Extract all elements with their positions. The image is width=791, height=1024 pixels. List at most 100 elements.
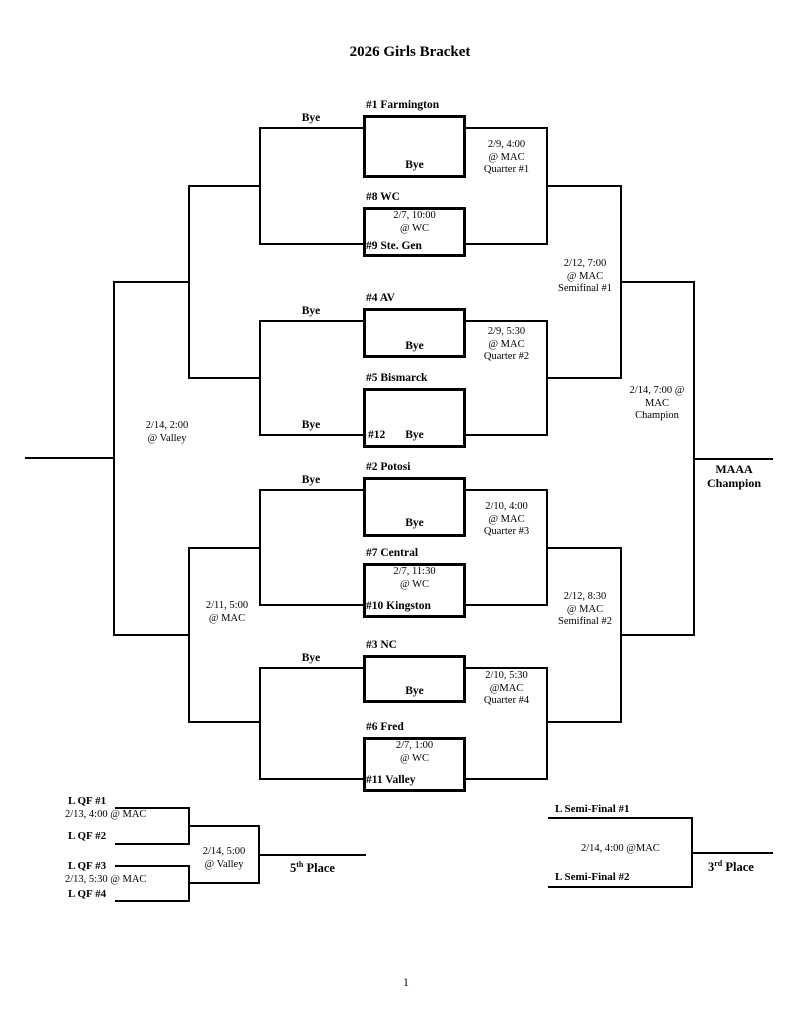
line-left-v6: [188, 547, 190, 723]
line-lqf12-winner: [188, 825, 260, 827]
line-champion: [693, 458, 773, 460]
line-left-v1: [259, 127, 261, 245]
line-lqf1: [115, 807, 190, 809]
line-third-place: [691, 852, 773, 854]
line-sf1-winner: [620, 281, 695, 283]
line-left-v4: [259, 489, 261, 606]
loser-sf1-label: L Semi-Final #1: [555, 803, 630, 815]
loser-sf2-label: L Semi-Final #2: [555, 871, 630, 883]
game-label-left-final: 2/14, 2:00 @ Valley: [145, 420, 189, 444]
line-lsf2: [548, 886, 693, 888]
line-sf2-winner: [620, 634, 695, 636]
line-m6-to-qf3: [466, 604, 546, 606]
page-title: 2026 Girls Bracket: [349, 44, 471, 60]
team-1-farmington: #1 Farmington: [366, 99, 440, 111]
loser-qf4-label: L QF #4: [68, 888, 107, 900]
game-label-left-semi: 2/11, 5:00 @ MAC: [205, 600, 249, 624]
line-lqf2: [115, 843, 190, 845]
line-m2-to-qf1: [466, 243, 546, 245]
page-number: 1: [403, 977, 409, 989]
line-m4-to-qf2: [466, 434, 546, 436]
line-qf2-winner: [546, 377, 622, 379]
bye-label-m7: Bye: [301, 652, 321, 664]
loser-qf1-label: L QF #1: [68, 795, 107, 807]
line-lqf34-winner: [188, 882, 260, 884]
team-2-potosi: #2 Potosi: [366, 461, 411, 473]
line-left-m6: [259, 604, 363, 606]
slot-bye-5: Bye: [405, 517, 424, 529]
team-9-stegen: #9 Ste. Gen: [366, 240, 422, 252]
bye-label-m4: Bye: [301, 419, 321, 431]
match-box-3: [363, 308, 466, 358]
game-info-r1-m6: 2/7, 11:30 @ WC: [393, 566, 436, 590]
line-lsf1: [548, 817, 693, 819]
game-info-r1-m2: 2/7, 10:00 @ WC: [393, 210, 436, 234]
line-left-h1: [188, 185, 259, 187]
match-box-6: [363, 563, 466, 618]
third-place-text: Place: [722, 860, 754, 875]
line-bye-left-m3: [259, 320, 363, 322]
consolation-game34-info: 2/13, 5:30 @ MAC: [65, 874, 147, 885]
bye-label-m1: Bye: [301, 112, 321, 124]
team-5-bismarck: #5 Bismarck: [366, 372, 428, 384]
slot-bye-1: Bye: [405, 159, 424, 171]
line-m3-to-qf2: [466, 320, 546, 322]
line-bye-left-m4: [259, 434, 363, 436]
line-lqf4: [115, 900, 190, 902]
game-label-quarter3: 2/10, 4:00 @ MAC Quarter #3: [483, 501, 530, 537]
line-bye-left-m5: [259, 489, 363, 491]
team-4-av: #4 AV: [366, 292, 395, 304]
fifth-place-text: Place: [303, 861, 335, 876]
line-bye-left-m1: [259, 127, 363, 129]
line-left-m2: [259, 243, 363, 245]
team-10-kingston: #10 Kingston: [366, 600, 431, 612]
third-place-number: 3: [708, 860, 715, 875]
game-label-quarter1: 2/9, 4:00 @ MAC Quarter #1: [483, 139, 530, 175]
line-left-h3: [113, 281, 188, 283]
bye-label-m5: Bye: [301, 474, 321, 486]
line-left-v2: [259, 320, 261, 436]
third-place-ordinal: rd: [714, 859, 723, 868]
match-box-7: [363, 655, 466, 703]
consolation-game12-info: 2/13, 4:00 @ MAC: [65, 809, 147, 820]
team-11-valley: #11 Valley: [366, 774, 416, 786]
slot-bye-4: Bye: [405, 429, 424, 441]
champion-label: MAAA Champion: [706, 462, 762, 490]
team-8-wc: #8 WC: [366, 191, 400, 203]
line-left-h5: [188, 721, 259, 723]
line-m8-to-qf4: [466, 778, 546, 780]
match-box-4: [363, 388, 466, 448]
slot-bye-7: Bye: [405, 685, 424, 697]
match-box-2: [363, 207, 466, 257]
game-label-final: 2/14, 7:00 @ MAC Champion: [629, 385, 685, 421]
line-qf4-vertical: [546, 667, 548, 780]
slot-bye-3: Bye: [405, 340, 424, 352]
line-qf1-winner: [546, 185, 622, 187]
match-box-5: [363, 477, 466, 537]
line-left-v5: [259, 667, 261, 780]
fifth-place-label: 5th Place: [290, 858, 335, 875]
line-m5-to-qf3: [466, 489, 546, 491]
seed-12: #12: [368, 429, 386, 441]
line-qf3-winner: [546, 547, 622, 549]
line-lqf3: [115, 865, 190, 867]
line-m7-to-qf4: [466, 667, 546, 669]
team-7-central: #7 Central: [366, 547, 419, 559]
line-left-m8: [259, 778, 363, 780]
loser-qf2-label: L QF #2: [68, 830, 107, 842]
match-box-1: [363, 115, 466, 178]
game-label-semifinal2: 2/12, 8:30 @ MAC Semifinal #2: [558, 591, 612, 627]
game-label-quarter2: 2/9, 5:30 @ MAC Quarter #2: [483, 326, 530, 362]
consolation-third-game-info: 2/14, 4:00 @MAC: [581, 843, 660, 854]
loser-qf3-label: L QF #3: [68, 860, 107, 872]
team-6-fred: #6 Fred: [366, 721, 404, 733]
line-left-entry: [25, 457, 115, 459]
game-info-r1-m8: 2/7, 1:00 @ WC: [395, 740, 434, 764]
fifth-place-number: 5: [290, 861, 297, 876]
team-3-nc: #3 NC: [366, 639, 397, 651]
line-bye-left-m7: [259, 667, 363, 669]
line-left-h4: [188, 547, 259, 549]
line-left-h2: [188, 377, 259, 379]
line-qf4-winner: [546, 721, 622, 723]
line-left-v3: [188, 185, 190, 379]
